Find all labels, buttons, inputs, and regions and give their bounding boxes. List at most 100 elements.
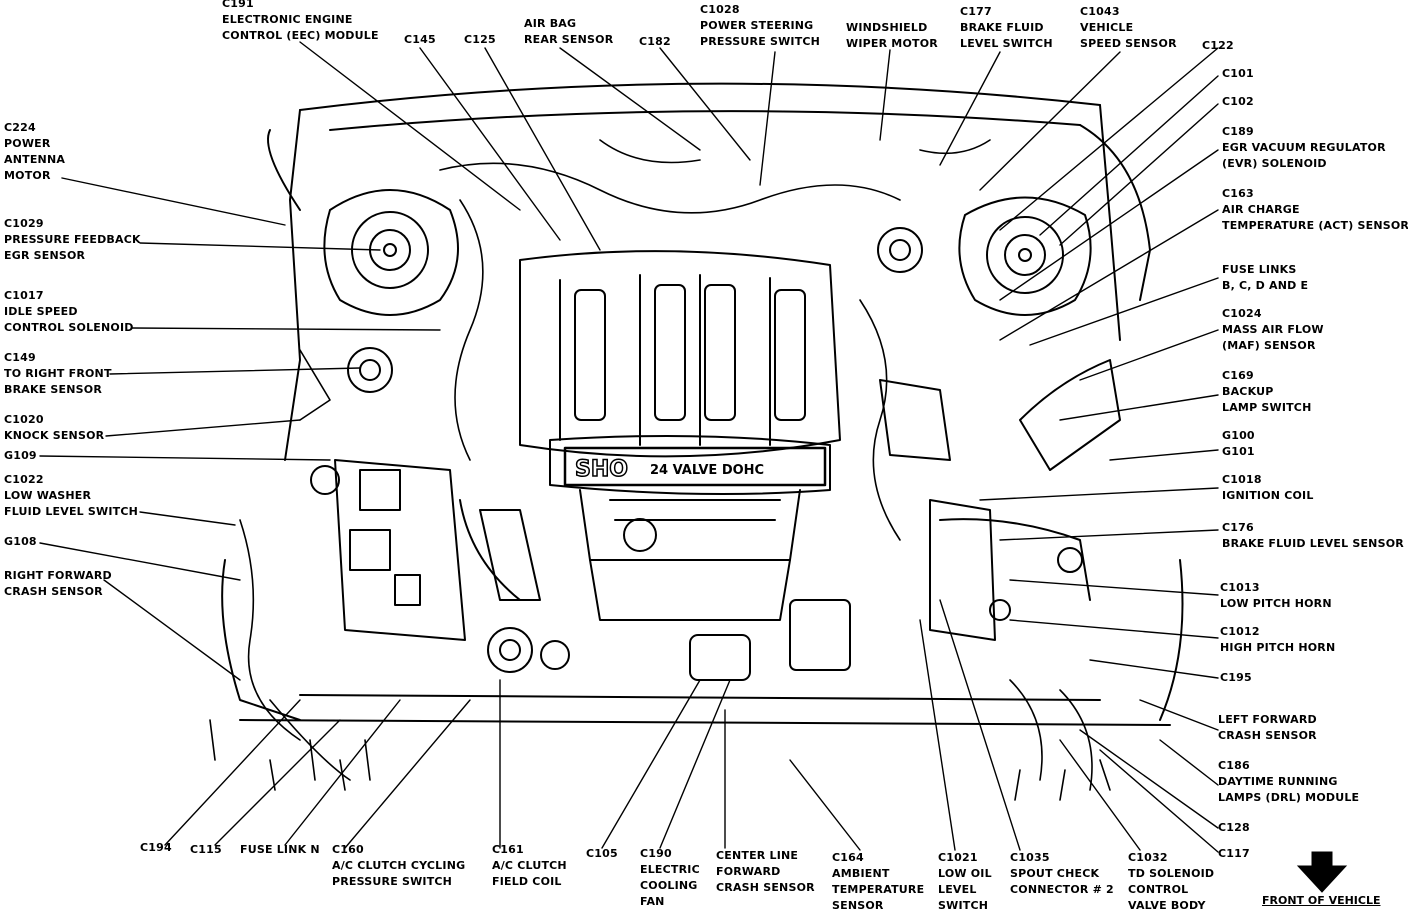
label-c1020: C1020 KNOCK SENSOR: [4, 412, 104, 444]
label-c1018: C1018 IGNITION COIL: [1222, 472, 1314, 504]
label-line: C182: [639, 35, 671, 48]
label-line: MOTOR: [4, 169, 51, 182]
label-line: (EVR) SOLENOID: [1222, 157, 1327, 170]
label-line: G100: [1222, 429, 1255, 442]
label-c160: C160 A/C CLUTCH CYCLING PRESSURE SWITCH: [332, 842, 465, 890]
label-c169: C169 BACKUP LAMP SWITCH: [1222, 368, 1312, 416]
label-c191: C191 ELECTRONIC ENGINE CONTROL (EEC) MOD…: [222, 0, 379, 44]
label-line: CRASH SENSOR: [1218, 729, 1317, 742]
label-line: C122: [1202, 39, 1234, 52]
label-line: C102: [1222, 95, 1254, 108]
label-line: G109: [4, 449, 37, 462]
label-c1012: C1012 HIGH PITCH HORN: [1220, 624, 1335, 656]
label-line: LOW OIL: [938, 867, 992, 880]
label-line: BRAKE FLUID: [960, 21, 1044, 34]
label-line: KNOCK SENSOR: [4, 429, 105, 442]
label-c1024: C1024 MASS AIR FLOW (MAF) SENSOR: [1222, 306, 1324, 354]
label-line: CONNECTOR # 2: [1010, 883, 1114, 896]
label-line: POWER: [4, 137, 51, 150]
label-line: ELECTRIC: [640, 863, 700, 876]
label-windshield-wiper: WINDSHIELD WIPER MOTOR: [846, 20, 938, 52]
label-left-forward-crash: LEFT FORWARD CRASH SENSOR: [1218, 712, 1317, 744]
label-line: SWITCH: [938, 899, 989, 912]
label-c186: C186 DAYTIME RUNNING LAMPS (DRL) MODULE: [1218, 758, 1359, 806]
label-line: C160: [332, 843, 364, 856]
label-line: C190: [640, 847, 672, 860]
label-line: TD SOLENOID: [1128, 867, 1215, 880]
label-line: PRESSURE SWITCH: [700, 35, 821, 48]
label-g100-g101: G100 G101: [1222, 428, 1255, 460]
label-line: VEHICLE: [1080, 21, 1134, 34]
label-line: EGR VACUUM REGULATOR: [1222, 141, 1386, 154]
label-line: BRAKE FLUID LEVEL SENSOR: [1222, 537, 1404, 550]
label-line: C177: [960, 5, 992, 18]
label-line: FAN: [640, 895, 665, 908]
label-line: BACKUP: [1222, 385, 1274, 398]
label-c1021: C1021 LOW OIL LEVEL SWITCH: [938, 850, 992, 914]
label-line: C1022: [4, 473, 44, 486]
label-line: C176: [1222, 521, 1254, 534]
label-c177: C177 BRAKE FLUID LEVEL SWITCH: [960, 4, 1053, 52]
label-line: LEVEL: [938, 883, 977, 896]
engine-badge-box: [563, 446, 827, 487]
label-line: C1012: [1220, 625, 1260, 638]
label-line: TO RIGHT FRONT: [4, 367, 112, 380]
label-c194: C194: [140, 840, 172, 856]
label-line: C128: [1218, 821, 1250, 834]
label-line: C101: [1222, 67, 1254, 80]
label-c195: C195: [1220, 670, 1252, 686]
label-line: IGNITION COIL: [1222, 489, 1314, 502]
label-line: C149: [4, 351, 36, 364]
label-right-forward-crash: RIGHT FORWARD CRASH SENSOR: [4, 568, 112, 600]
label-line: POWER STEERING: [700, 19, 814, 32]
label-line: FIELD COIL: [492, 875, 562, 888]
label-line: DAYTIME RUNNING: [1218, 775, 1338, 788]
label-line: LOW WASHER: [4, 489, 92, 502]
label-line: C145: [404, 33, 436, 46]
label-line: FUSE LINK N: [240, 843, 320, 856]
label-line: C1029: [4, 217, 44, 230]
label-line: VALVE BODY: [1128, 899, 1206, 912]
label-line: C117: [1218, 847, 1250, 860]
label-line: SPOUT CHECK: [1010, 867, 1100, 880]
label-c145: C145: [404, 32, 436, 48]
label-line: TEMPERATURE: [832, 883, 925, 896]
label-g108: G108: [4, 534, 37, 550]
label-c189: C189 EGR VACUUM REGULATOR (EVR) SOLENOID: [1222, 124, 1386, 172]
engine-badge-valve: 24 VALVE DOHC: [650, 463, 764, 478]
label-c128: C128: [1218, 820, 1250, 836]
label-c1013: C1013 LOW PITCH HORN: [1220, 580, 1332, 612]
label-c1032: C1032 TD SOLENOID CONTROL VALVE BODY: [1128, 850, 1214, 914]
label-line: EGR SENSOR: [4, 249, 86, 262]
label-line: CONTROL SOLENOID: [4, 321, 134, 334]
label-line: C164: [832, 851, 864, 864]
label-line: C161: [492, 843, 524, 856]
label-line: PRESSURE SWITCH: [332, 875, 453, 888]
label-c1043: C1043 VEHICLE SPEED SENSOR: [1080, 4, 1177, 52]
label-line: CONTROL: [1128, 883, 1189, 896]
engine-badge-sho: SHO: [575, 457, 628, 482]
label-line: A/C CLUTCH CYCLING: [332, 859, 466, 872]
label-c1029: C1029 PRESSURE FEEDBACK EGR SENSOR: [4, 216, 141, 264]
label-c105: C105: [586, 846, 618, 862]
label-line: CRASH SENSOR: [716, 881, 815, 894]
label-line: ELECTRONIC ENGINE: [222, 13, 353, 26]
label-c182: C182: [639, 34, 671, 50]
front-arrow-icon: [1296, 851, 1348, 893]
front-of-vehicle-label: FRONT OF VEHICLE: [1262, 894, 1381, 907]
label-line: C1043: [1080, 5, 1120, 18]
label-line: CENTER LINE: [716, 849, 799, 862]
label-line: C191: [222, 0, 254, 10]
label-c1022: C1022 LOW WASHER FLUID LEVEL SWITCH: [4, 472, 138, 520]
label-line: C1035: [1010, 851, 1050, 864]
label-line: IDLE SPEED: [4, 305, 78, 318]
label-line: WINDSHIELD: [846, 21, 928, 34]
label-line: LOW PITCH HORN: [1220, 597, 1332, 610]
label-c176: C176 BRAKE FLUID LEVEL SENSOR: [1222, 520, 1404, 552]
label-line: LAMP SWITCH: [1222, 401, 1312, 414]
label-line: BRAKE SENSOR: [4, 383, 103, 396]
label-line: C115: [190, 843, 222, 856]
label-line: AIR CHARGE: [1222, 203, 1300, 216]
label-c161: C161 A/C CLUTCH FIELD COIL: [492, 842, 567, 890]
label-line: G101: [1222, 445, 1255, 458]
